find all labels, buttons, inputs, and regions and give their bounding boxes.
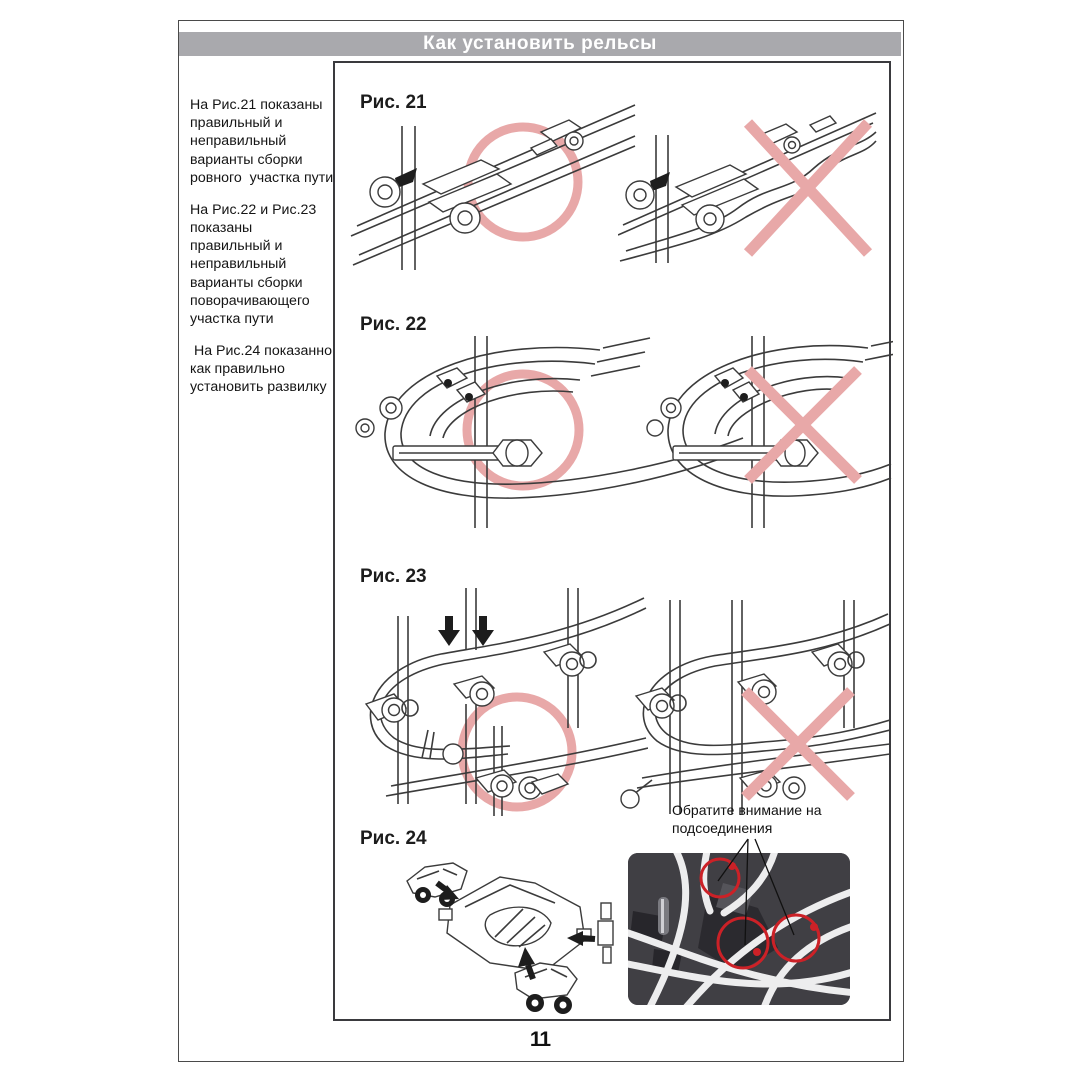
header-bar: Как установить рельсы <box>179 32 901 56</box>
fig21-correct-illustration <box>350 104 636 270</box>
connections-photo <box>628 853 850 1005</box>
incorrect-cross-icon <box>744 366 862 484</box>
fig22-incorrect-illustration <box>646 336 893 528</box>
black-arrow-icon <box>435 880 459 900</box>
incorrect-cross-icon <box>741 687 855 801</box>
page-title: Как установить рельсы <box>423 33 657 54</box>
fig23-label: Рис. 23 <box>360 566 427 587</box>
down-arrow-icon <box>438 616 460 646</box>
sidebar-paragraph: На Рис.22 и Рис.23 показаны правильный и… <box>190 201 317 327</box>
sidebar-paragraph: На Рис.24 показанно как правильно устано… <box>190 343 332 396</box>
sidebar-paragraph: На Рис.21 показаны правильный и неправил… <box>190 97 334 186</box>
fig21-label: Рис. 21 <box>360 92 427 113</box>
correct-circle-icon <box>462 369 584 491</box>
fig23-correct-illustration <box>364 588 648 816</box>
black-arrow-icon <box>567 931 596 946</box>
fig24-assembly-illustration <box>406 862 614 1014</box>
fig22-label: Рис. 22 <box>360 314 427 335</box>
sidebar-notes: На Рис.21 показаны правильный и неправил… <box>190 96 340 411</box>
black-arrow-icon <box>518 947 536 981</box>
annotation-note: Обратите внимание на подсоединения <box>672 802 822 836</box>
fig24-label: Рис. 24 <box>360 828 427 849</box>
fig21-incorrect-illustration <box>618 112 877 263</box>
incorrect-cross-icon <box>743 119 873 257</box>
correct-circle-icon <box>457 692 577 812</box>
page-number: 11 <box>529 1028 551 1051</box>
fig23-incorrect-illustration <box>620 600 890 814</box>
down-arrow-icon <box>472 616 494 646</box>
fig22-correct-illustration <box>355 336 744 528</box>
